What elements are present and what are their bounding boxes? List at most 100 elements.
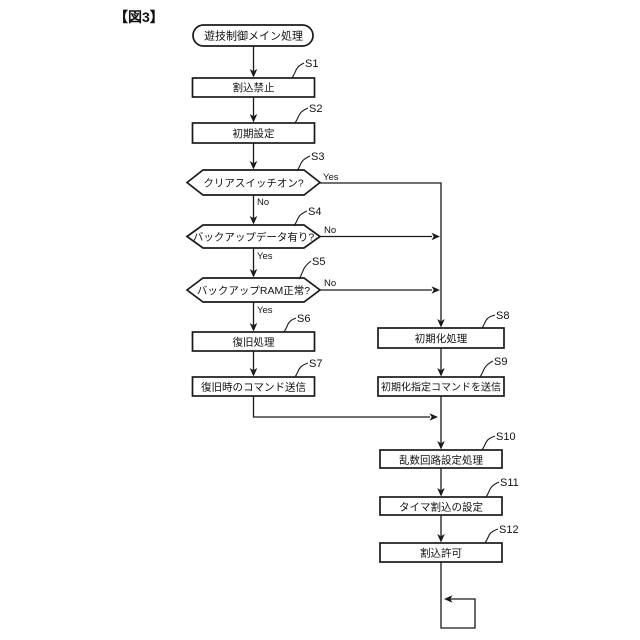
leader-line — [481, 435, 496, 451]
process-label: タイマ割込の設定 — [399, 501, 483, 514]
edge-s11-s12 — [437, 515, 445, 543]
step-tag: S7 — [309, 358, 322, 370]
process-label: 割込禁止 — [233, 81, 275, 94]
step-tag: S9 — [494, 356, 507, 368]
node-s11: タイマ割込の設定 S11 — [379, 477, 519, 516]
edge-s2-s3 — [249, 143, 258, 170]
process-box — [191, 122, 316, 144]
step-tag: S10 — [496, 431, 516, 443]
arrowhead-down — [249, 269, 258, 278]
edge-s5-s6-yes: Yes — [249, 302, 273, 332]
arrowhead-down — [249, 114, 258, 123]
edge-s7-join — [252, 396, 438, 421]
arrowhead-down — [249, 368, 258, 377]
step-tag: S6 — [297, 313, 310, 325]
node-s2: 初期設定 S2 — [191, 103, 322, 144]
process-box — [379, 496, 503, 516]
decision-label: バックアップデータ有り? — [193, 231, 314, 244]
process-box — [191, 331, 316, 352]
node-start: 遊技制御メイン処理 — [192, 24, 314, 47]
edge-start-s1 — [249, 46, 258, 78]
leader-line — [293, 210, 308, 227]
process-label: 割込許可 — [420, 547, 462, 560]
arrowhead-down — [249, 323, 258, 332]
edge-s8-s9 — [437, 348, 445, 377]
edge-s5-no-right: No — [320, 278, 440, 294]
arrowhead-down — [249, 216, 258, 225]
branch-label-yes: Yes — [323, 172, 339, 183]
node-s1: 割込禁止 S1 — [191, 58, 318, 98]
arrowhead-right — [431, 286, 440, 294]
arrowhead-down — [437, 488, 445, 497]
process-label: 復旧時のコマンド送信 — [201, 381, 306, 394]
edge-line — [252, 396, 430, 418]
arrowhead-down — [437, 368, 445, 377]
leader-line — [479, 360, 494, 378]
leader-line — [485, 481, 500, 498]
process-label: 初期化指定コマンドを送信 — [381, 381, 501, 394]
process-box — [377, 327, 505, 349]
node-s8: 初期化処理 S8 — [377, 310, 509, 349]
node-s3: クリアスイッチオン? S3 — [185, 151, 324, 196]
edge-s1-s2 — [249, 97, 258, 123]
leader-line — [484, 528, 499, 544]
process-box — [379, 542, 503, 563]
arrowhead-down — [437, 534, 445, 543]
edge-s10-s11 — [437, 468, 445, 497]
process-box — [379, 449, 503, 469]
node-s6: 復旧処理 S6 — [191, 313, 316, 352]
step-tag: S8 — [496, 310, 509, 322]
leader-line — [291, 62, 305, 79]
edge-s4-no-right: No — [320, 225, 440, 241]
leader-line — [481, 314, 496, 329]
edge-s6-s7 — [249, 351, 258, 377]
branch-label-yes: Yes — [257, 251, 273, 262]
leader-line — [283, 317, 297, 333]
arrowhead-right — [431, 232, 440, 241]
arrowhead-down — [249, 161, 258, 170]
edge-line — [320, 182, 442, 321]
process-label: 復旧処理 — [233, 336, 275, 349]
step-tag: S5 — [312, 256, 325, 268]
process-label: 乱数回路設定処理 — [399, 454, 483, 467]
arrowhead-right — [429, 413, 438, 421]
arrowhead-down — [437, 319, 445, 328]
node-s9: 初期化指定コマンドを送信 S9 — [377, 356, 507, 397]
node-s5: バックアップRAM正常? S5 — [185, 256, 325, 303]
leader-line — [294, 362, 309, 378]
arrowhead-left — [444, 595, 453, 603]
leader-line — [294, 107, 309, 124]
process-box — [191, 376, 316, 397]
edge-line — [440, 562, 476, 629]
step-tag: S1 — [305, 58, 318, 70]
branch-label-yes: Yes — [257, 305, 273, 316]
branch-label-no: No — [324, 225, 336, 236]
branch-label-no: No — [257, 197, 269, 208]
edge-s9-s10 — [437, 396, 445, 450]
process-box — [191, 77, 316, 98]
decision-label: クリアスイッチオン? — [203, 178, 303, 190]
arrowhead-down — [249, 69, 258, 78]
arrowhead-down — [437, 441, 445, 450]
decision-hexagon — [185, 169, 322, 196]
node-s12: 割込許可 S12 — [379, 524, 519, 563]
leader-line — [296, 155, 311, 172]
decision-label: バックアップRAM正常? — [197, 284, 310, 297]
decision-hexagon — [185, 224, 322, 249]
node-s7: 復旧時のコマンド送信 S7 — [191, 358, 322, 397]
step-tag: S11 — [500, 477, 519, 489]
step-tag: S2 — [309, 103, 322, 115]
leader-line — [298, 260, 312, 280]
edge-s4-s5-yes: Yes — [249, 248, 273, 278]
edges: No Yes Yes Yes No No — [249, 46, 476, 629]
figure-title: 【図3】 — [114, 9, 164, 25]
branch-label-no: No — [324, 278, 336, 289]
process-label: 初期設定 — [233, 127, 275, 140]
decision-hexagon — [185, 277, 322, 303]
edge-s3-s4-no: No — [249, 195, 269, 225]
process-box — [377, 376, 505, 397]
edge-s3-yes-right: Yes — [320, 172, 445, 328]
step-tag: S3 — [311, 151, 324, 163]
